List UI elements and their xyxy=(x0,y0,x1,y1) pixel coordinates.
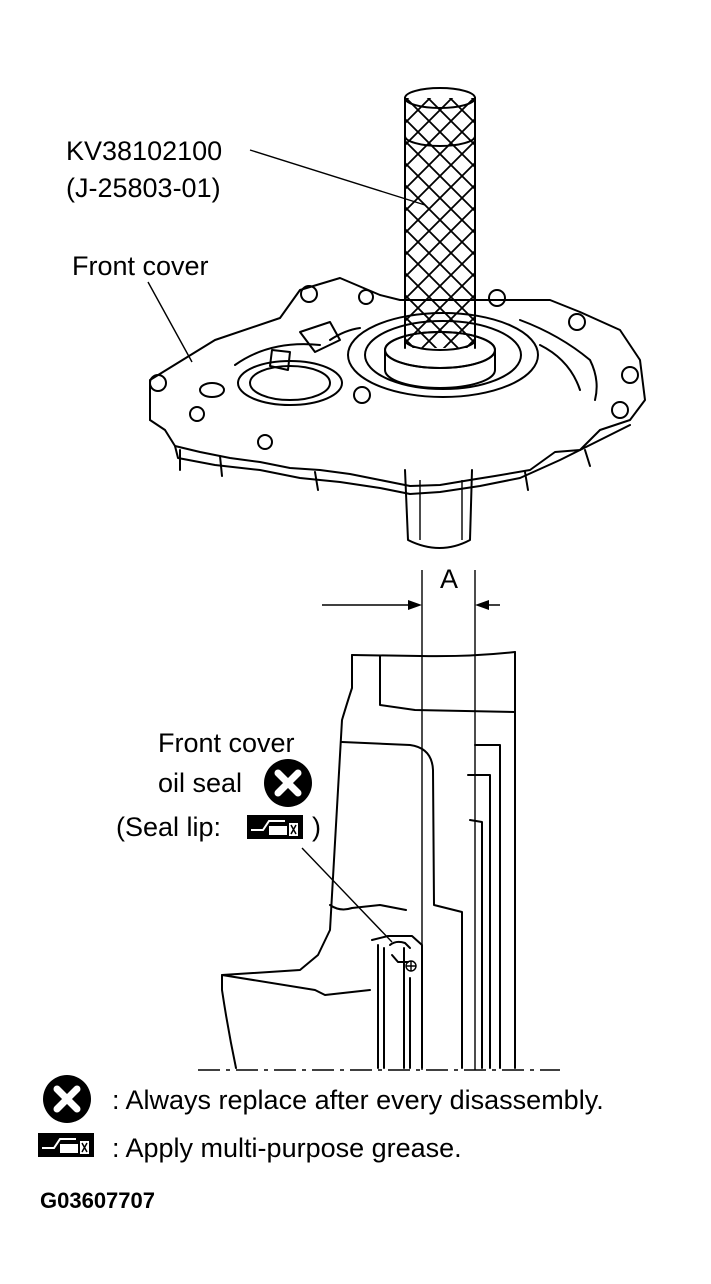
oil-seal-leader-line xyxy=(301,847,393,943)
oil-seal-label-line2: oil seal xyxy=(158,768,242,798)
drift-tool xyxy=(384,87,496,389)
tool-leader-line xyxy=(249,149,426,206)
x-circle-icon xyxy=(43,1075,91,1123)
grease-gun-icon xyxy=(37,1132,95,1158)
front-cover-leader-line xyxy=(147,281,193,363)
dimension-a-label: A xyxy=(440,564,458,594)
seal-lip-prefix: (Seal lip: xyxy=(116,812,221,842)
seal-lip-suffix: ) xyxy=(312,812,321,842)
tool-part-number: KV38102100 xyxy=(66,136,222,166)
front-cover-label: Front cover xyxy=(72,251,209,281)
section-view xyxy=(198,651,560,1071)
legend: : Always replace after every disassembly… xyxy=(37,1075,604,1163)
legend-grease-text: : Apply multi-purpose grease. xyxy=(112,1133,462,1163)
tool-alt-number: (J-25803-01) xyxy=(66,173,221,203)
legend-replace-text: : Always replace after every disassembly… xyxy=(112,1085,604,1115)
front-cover-illustration xyxy=(149,277,646,549)
x-circle-icon xyxy=(264,759,312,807)
figure-code: G03607707 xyxy=(40,1188,155,1213)
oil-seal-label-line1: Front cover xyxy=(158,728,295,758)
grease-gun-icon xyxy=(246,814,304,840)
